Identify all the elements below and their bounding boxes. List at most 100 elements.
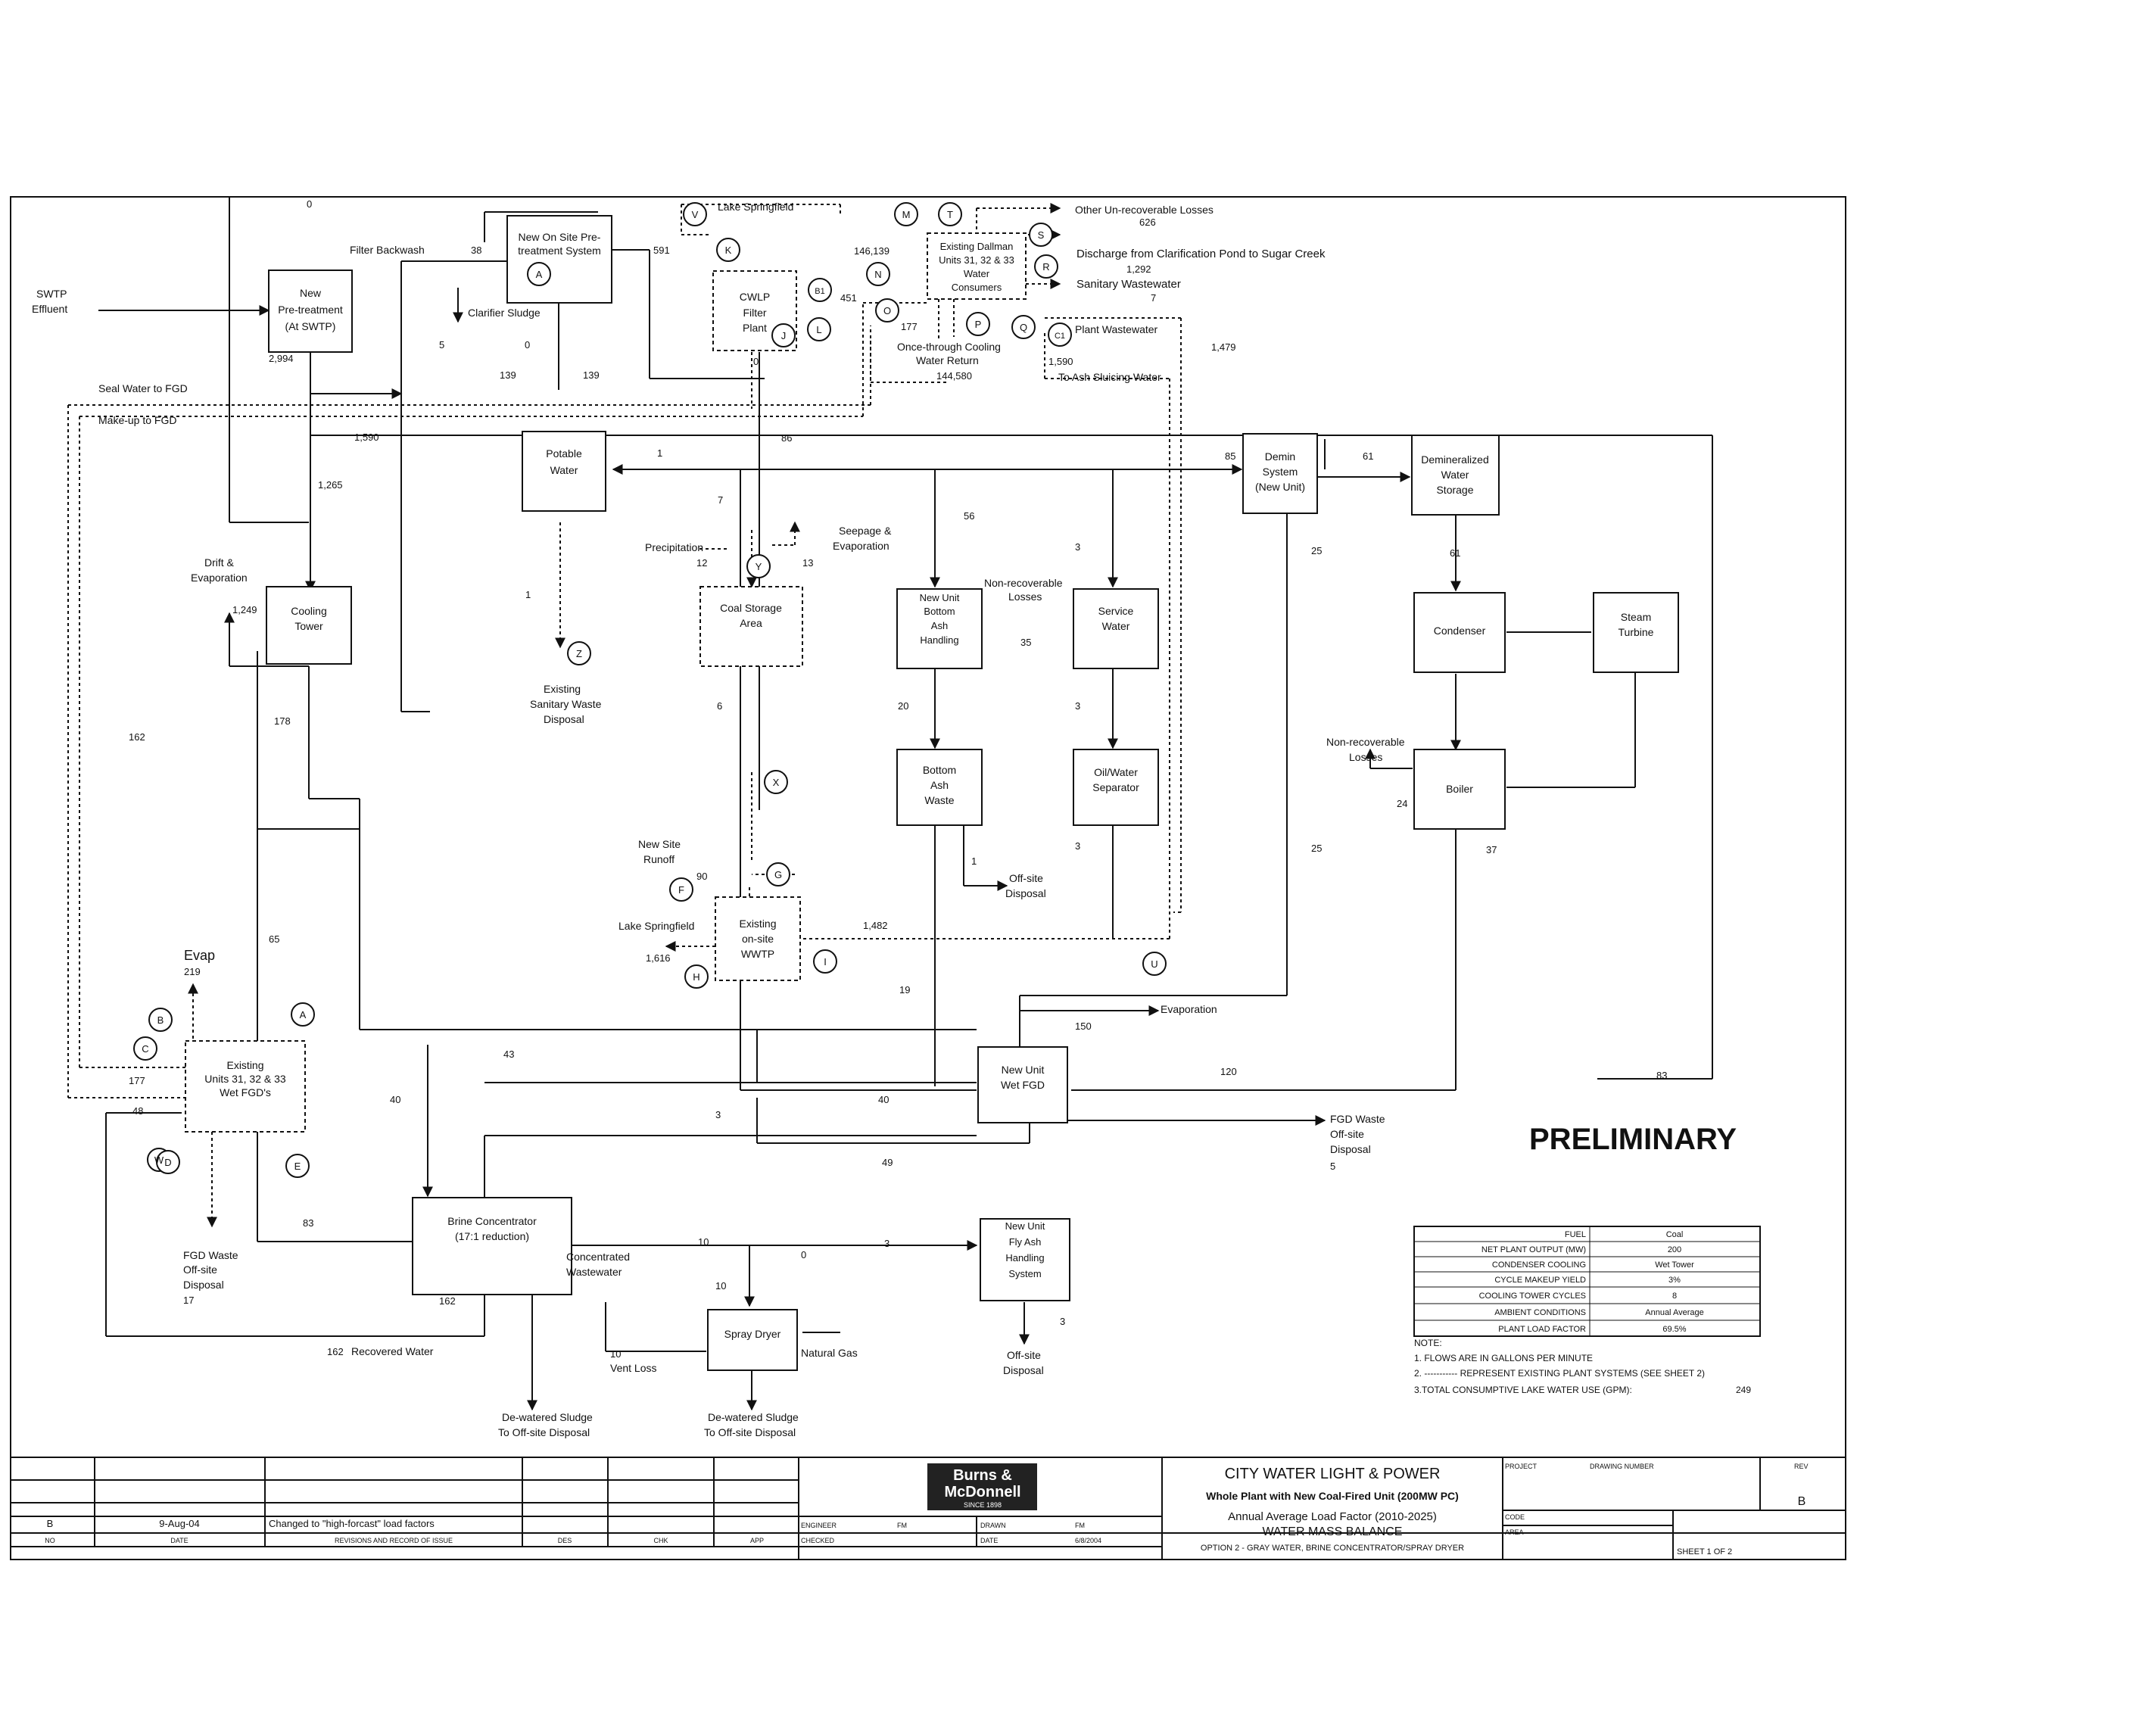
- diagram-text: NOTE:: [1414, 1338, 1442, 1348]
- diagram-text: Losses: [1349, 751, 1382, 763]
- diagram-text: Units 31, 32 & 33: [939, 254, 1014, 266]
- diagram-text: O: [883, 305, 891, 316]
- diagram-text: Cooling: [291, 605, 326, 617]
- diagram-text: 49: [882, 1157, 893, 1168]
- diagram-text: A: [300, 1009, 307, 1020]
- diagram-text: Lake Springfield: [618, 920, 694, 932]
- diagram-text: CONDENSER COOLING: [1492, 1260, 1586, 1270]
- diagram-text: F: [678, 884, 684, 896]
- diagram-text: Condenser: [1434, 625, 1486, 637]
- diagram-text: treatment System: [518, 245, 601, 257]
- diagram-text: Pre-treatment: [278, 304, 343, 316]
- diagram-text: 1,265: [318, 479, 343, 491]
- diagram-text: SWTP: [36, 288, 67, 300]
- diagram-text: 3: [1075, 700, 1080, 712]
- diagram-text: Clarifier Sludge: [468, 307, 541, 319]
- diagram-text: ENGINEER: [801, 1522, 837, 1529]
- diagram-text: Sanitary Wastewater: [1076, 278, 1181, 291]
- diagram-text: Off-site: [1330, 1128, 1364, 1140]
- diagram-text: Boiler: [1446, 783, 1473, 795]
- diagram-text: New Unit: [920, 592, 960, 603]
- diagram-text: Losses: [1008, 590, 1042, 603]
- diagram-text: Turbine: [1619, 626, 1654, 638]
- diagram-text: 90: [696, 871, 707, 882]
- diagram-text: 56: [964, 510, 974, 522]
- diagram-text: Ash: [930, 779, 949, 791]
- diagram-text: 13: [802, 557, 813, 569]
- condenser-box: Condenser: [1413, 592, 1506, 673]
- diagram-text: Plant: [743, 322, 767, 334]
- diagram-text: Demineralized: [1421, 453, 1488, 466]
- diagram-text: 2,994: [269, 353, 294, 364]
- diagram-text: Precipitation: [645, 541, 703, 553]
- diagram-text: Existing: [226, 1059, 263, 1071]
- dashed-existing-lines: [67, 203, 1182, 1228]
- diagram-text: B: [47, 1518, 54, 1529]
- diagram-text: R: [1042, 261, 1049, 273]
- diagram-text: C1: [1055, 332, 1065, 341]
- diagram-text: REV: [1794, 1463, 1809, 1470]
- diagram-text: Effluent: [32, 303, 67, 315]
- diagram-text: Evaporation: [1161, 1003, 1217, 1015]
- diagram-text: Off-site: [183, 1264, 217, 1276]
- diagram-text: 43: [503, 1049, 514, 1060]
- diagram-text: 178: [274, 715, 291, 727]
- diagram-text: CWLP: [740, 291, 770, 303]
- diagram-text: 1,590: [354, 432, 379, 443]
- diagram-text: 10: [715, 1280, 726, 1292]
- diagram-text: WWTP: [741, 948, 774, 960]
- diagram-text: 20: [898, 700, 908, 712]
- diagram-text: 7: [1151, 292, 1156, 304]
- diagram-text: CHK: [653, 1537, 668, 1544]
- diagram-text: Coal Storage: [720, 602, 782, 614]
- diagram-text: Consumers: [952, 282, 1002, 293]
- diagram-text: 139: [500, 369, 516, 381]
- diagram-text: SINCE 1898: [964, 1501, 1002, 1509]
- diagram-text: 626: [1139, 217, 1156, 228]
- diagram-text: Water: [964, 268, 990, 279]
- diagram-text: 25: [1311, 545, 1322, 556]
- diagram-text: Wet FGD: [1001, 1079, 1045, 1091]
- diagram-text: New: [300, 287, 322, 299]
- node-line: New On Site Pre-: [519, 231, 601, 243]
- diagram-text: 1,292: [1126, 263, 1151, 275]
- diagram-text: Annual Average Load Factor (2010-2025): [1228, 1510, 1437, 1523]
- diagram-text: Seal Water to FGD: [98, 382, 188, 394]
- diagram-text: 65: [269, 933, 279, 945]
- diagram-text: 25: [1311, 843, 1322, 854]
- diagram-text: Off-site: [1009, 872, 1043, 884]
- diagram-text: DRAWING NUMBER: [1590, 1463, 1654, 1470]
- diagram-text: Disposal: [1330, 1143, 1371, 1155]
- diagram-text: CYCLE MAKEUP YIELD: [1494, 1276, 1586, 1285]
- diagram-text: V: [692, 209, 699, 220]
- diagram-text: COOLING TOWER CYCLES: [1479, 1292, 1586, 1301]
- diagram-text: To Ash Sluicing Water: [1058, 371, 1161, 383]
- diagram-text: 5: [1330, 1161, 1335, 1172]
- diagram-text: I: [824, 956, 827, 968]
- diagram-text: 61: [1450, 547, 1460, 559]
- diagram-text: 6: [717, 700, 722, 712]
- diagram-text: 83: [303, 1217, 313, 1229]
- diagram-text: 24: [1397, 798, 1407, 809]
- diagram-text: D: [164, 1157, 171, 1168]
- diagram-text: Changed to "high-forcast" load factors: [269, 1518, 435, 1529]
- diagram-text: Annual Average: [1645, 1308, 1703, 1317]
- diagram-text: 83: [1656, 1070, 1667, 1081]
- diagram-text: S: [1038, 229, 1045, 241]
- diagram-text: 1,249: [232, 604, 257, 615]
- diagram-text: Area: [740, 617, 762, 629]
- diagram-text: Existing: [739, 918, 776, 930]
- diagram-text: 69.5%: [1662, 1325, 1686, 1334]
- diagram-text: Once-through Cooling: [897, 341, 1001, 353]
- diagram-text: 1,590: [1048, 356, 1073, 367]
- diagram-text: Evaporation: [833, 540, 890, 552]
- diagram-text: Evaporation: [191, 572, 248, 584]
- diagram-text: 48: [132, 1105, 143, 1117]
- diagram-text: FM: [897, 1522, 907, 1529]
- diagram-text: APP: [750, 1537, 764, 1544]
- diagram-text: (17:1 reduction): [455, 1230, 529, 1242]
